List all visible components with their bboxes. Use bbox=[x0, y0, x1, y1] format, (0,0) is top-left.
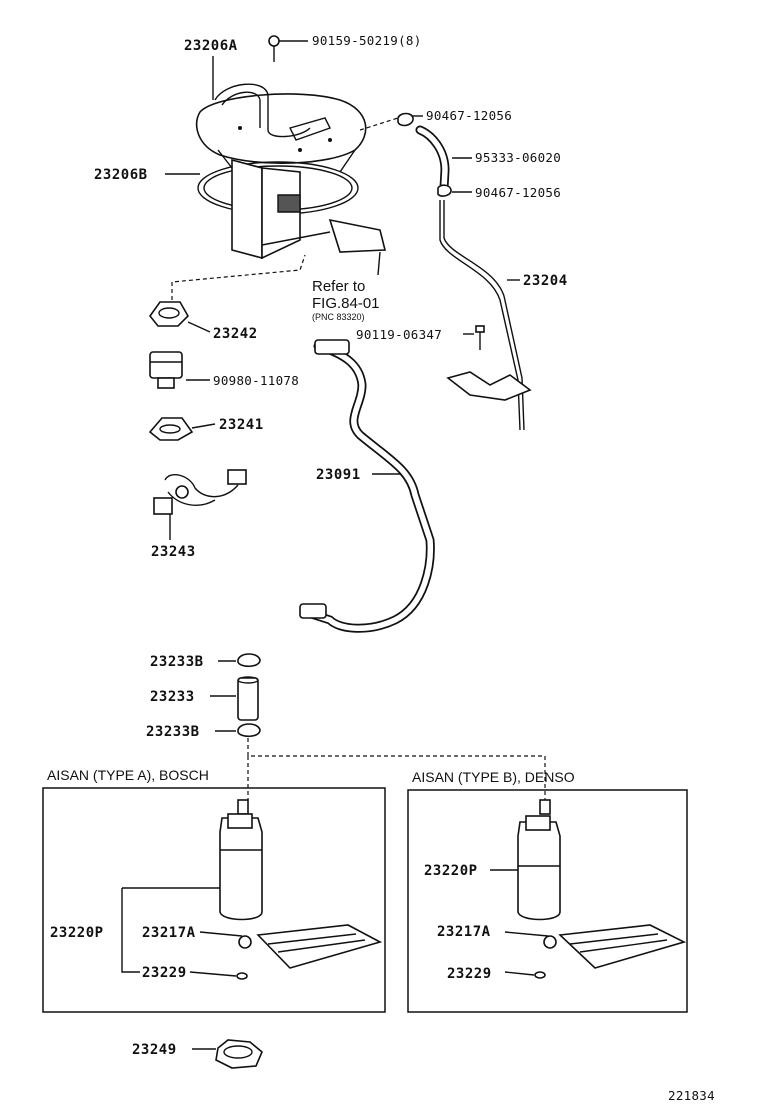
label-23220P-b: 23220P bbox=[424, 863, 478, 879]
label-23243: 23243 bbox=[151, 544, 196, 560]
label-23242: 23242 bbox=[213, 326, 258, 342]
refer-to-text: Refer to bbox=[312, 278, 365, 295]
label-23233: 23233 bbox=[150, 689, 195, 705]
label-23229-b: 23229 bbox=[447, 966, 492, 982]
label-23249: 23249 bbox=[132, 1042, 177, 1058]
fig-reference: FIG.84-01 bbox=[312, 295, 380, 312]
grommet-23242-icon bbox=[148, 301, 189, 327]
filter-type-a-icon bbox=[238, 924, 383, 969]
label-23217A-a: 23217A bbox=[142, 925, 196, 941]
type-b-title: AISAN (TYPE B), DENSO bbox=[412, 769, 575, 785]
type-a-title: AISAN (TYPE A), BOSCH bbox=[47, 767, 209, 783]
label-23204: 23204 bbox=[523, 273, 568, 289]
label-90467-12056-bottom: 90467-12056 bbox=[475, 185, 561, 200]
wire-harness-23243-icon bbox=[153, 469, 247, 515]
label-23229-a: 23229 bbox=[142, 965, 187, 981]
gasket-23241-icon bbox=[148, 417, 194, 441]
fuel-hose-assembly bbox=[397, 112, 532, 431]
diagram-id: 221834 bbox=[668, 1088, 715, 1103]
type-a-box bbox=[42, 787, 386, 1013]
label-90119-06347: 90119-06347 bbox=[356, 327, 442, 342]
hose-23233-icon bbox=[237, 676, 259, 721]
label-23233B-bottom: 23233B bbox=[146, 724, 200, 740]
label-23091: 23091 bbox=[316, 467, 361, 483]
type-b-box bbox=[407, 789, 688, 1013]
label-23206B: 23206B bbox=[94, 167, 148, 183]
label-90467-12056-top: 90467-12056 bbox=[426, 108, 512, 123]
pump-bracket-assembly bbox=[195, 83, 387, 260]
label-23217A-b: 23217A bbox=[437, 924, 491, 940]
label-23241: 23241 bbox=[219, 417, 264, 433]
connector-90980-icon bbox=[149, 351, 183, 389]
label-90159-50219: 90159-50219(8) bbox=[312, 33, 422, 48]
label-23206A: 23206A bbox=[184, 38, 238, 54]
clip-23229-b-icon bbox=[534, 971, 546, 979]
bolt-90159-icon bbox=[268, 35, 308, 62]
fuel-cup-23249-icon bbox=[215, 1039, 263, 1069]
clip-23229-a-icon bbox=[236, 972, 248, 980]
clamp-23233B-top-icon bbox=[237, 653, 261, 668]
clamp-23233B-bottom-icon bbox=[237, 723, 261, 738]
label-23233B-top: 23233B bbox=[150, 654, 204, 670]
label-23220P-a: 23220P bbox=[50, 925, 104, 941]
label-95333-06020: 95333-06020 bbox=[475, 150, 561, 165]
pnc-reference: (PNC 83320) bbox=[312, 312, 365, 322]
fuel-pump-type-a-icon bbox=[219, 799, 263, 921]
label-90980-11078: 90980-11078 bbox=[213, 373, 299, 388]
fuel-pump-type-b-icon bbox=[517, 799, 561, 921]
fuel-hose-23091 bbox=[299, 339, 435, 633]
filter-type-b-icon bbox=[543, 924, 687, 969]
